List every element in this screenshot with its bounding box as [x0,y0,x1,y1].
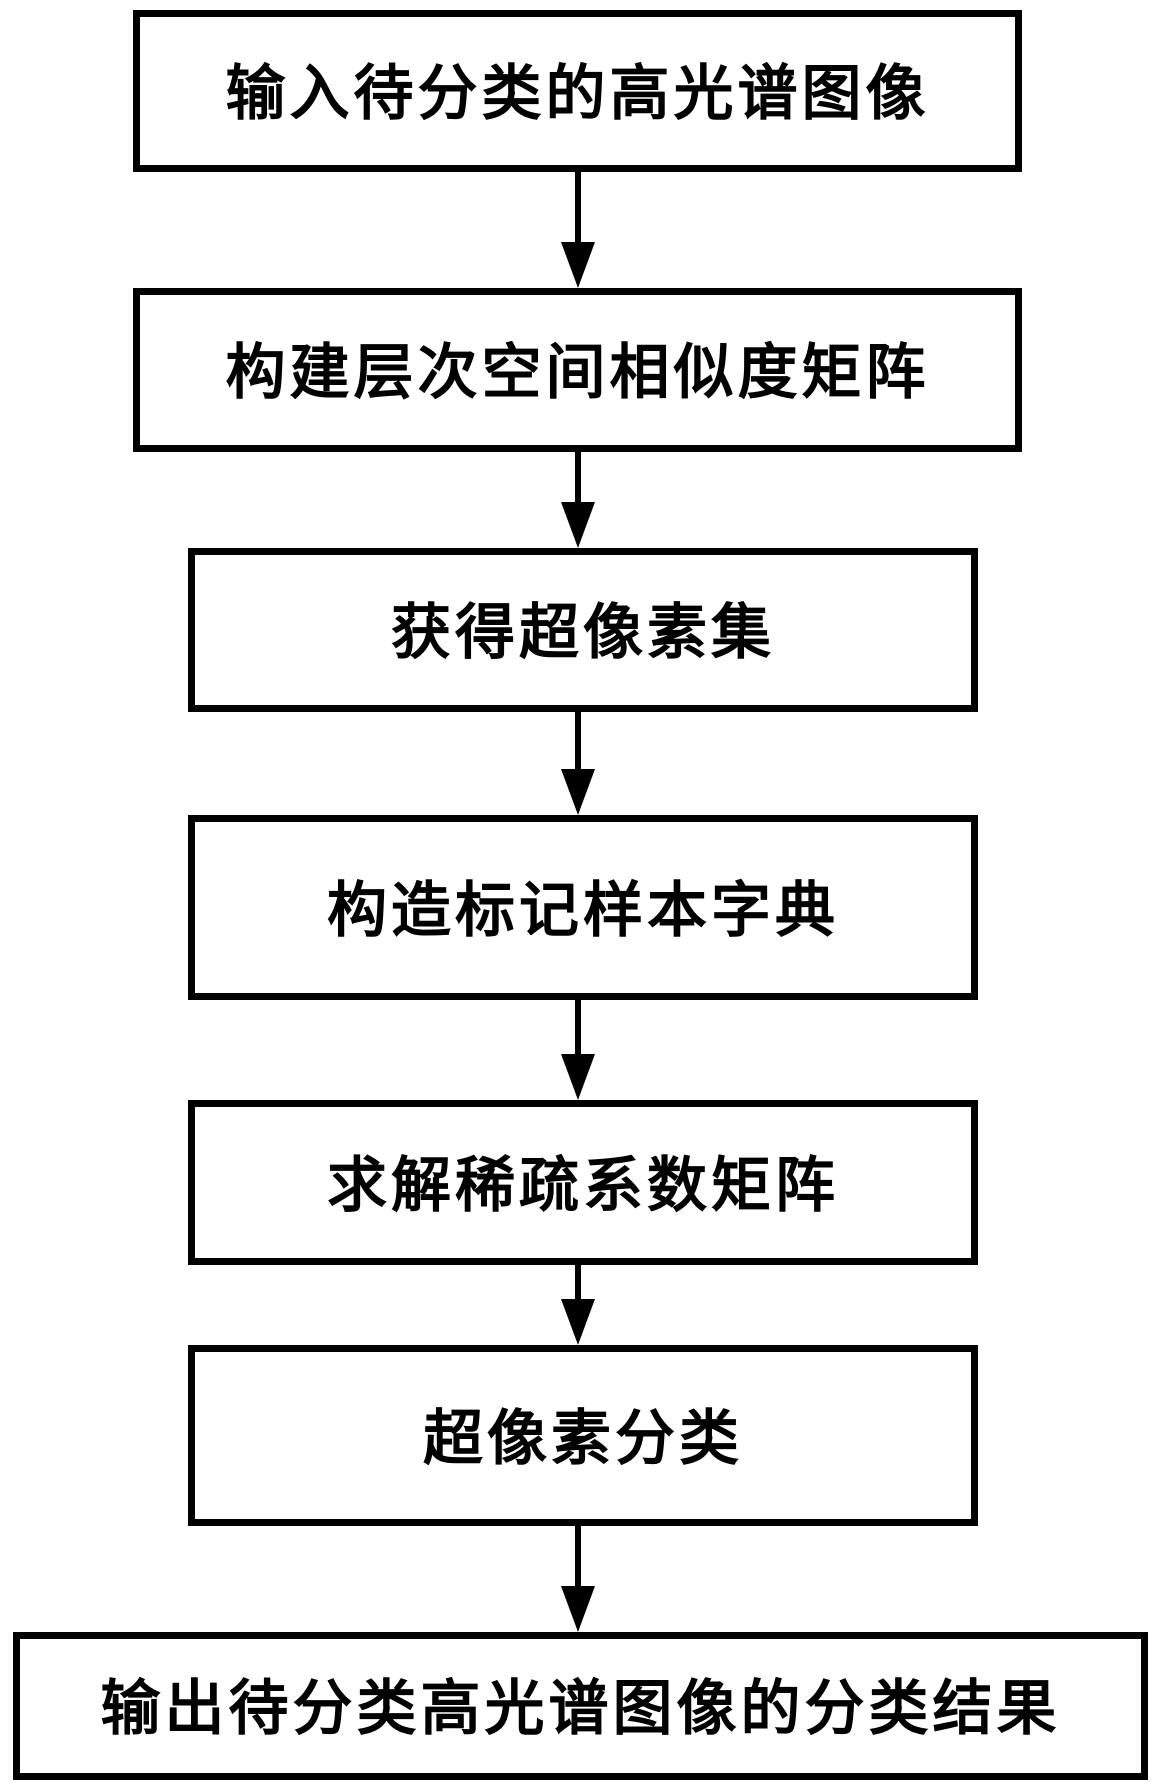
arrow-head [561,1586,595,1632]
flowchart-step-label: 获得超像素集 [391,599,775,666]
arrow-stem [575,1000,581,1054]
flowchart-step-input-image: 输入待分类的高光谱图像 [133,10,1022,172]
flowchart-step-output-classification-result: 输出待分类高光谱图像的分类结果 [13,1632,1148,1780]
arrow-down-icon [558,452,598,548]
flowchart-step-solve-sparse-coefficient-matrix: 求解稀疏系数矩阵 [188,1100,978,1265]
arrow-stem [575,712,581,769]
arrow-stem [575,1265,581,1299]
flowchart-step-build-similarity-matrix: 构建层次空间相似度矩阵 [133,288,1022,452]
arrow-stem [575,452,581,502]
arrow-down-icon [558,1000,598,1100]
arrow-down-icon [558,1265,598,1345]
arrow-head [561,242,595,288]
arrow-stem [575,1526,581,1586]
arrow-head [561,1054,595,1100]
arrow-down-icon [558,1526,598,1632]
flowchart-step-label: 构造标记样本字典 [327,876,839,944]
arrow-down-icon [558,172,598,288]
flowchart-step-label: 输入待分类的高光谱图像 [225,60,930,127]
arrow-stem [575,172,581,242]
arrow-head [561,769,595,815]
arrow-down-icon [558,712,598,815]
arrow-head [561,1299,595,1345]
flowchart-step-label: 构建层次空间相似度矩阵 [225,339,930,406]
arrow-head [561,502,595,548]
flowchart-step-obtain-superpixel-set: 获得超像素集 [188,548,978,712]
flowchart-step-label: 求解稀疏系数矩阵 [327,1151,839,1219]
flowchart-step-label: 输出待分类高光谱图像的分类结果 [100,1675,1061,1742]
flowchart-step-superpixel-classification: 超像素分类 [188,1345,978,1526]
flowchart-step-construct-sample-dictionary: 构造标记样本字典 [188,815,978,1000]
flowchart-step-label: 超像素分类 [423,1404,743,1472]
